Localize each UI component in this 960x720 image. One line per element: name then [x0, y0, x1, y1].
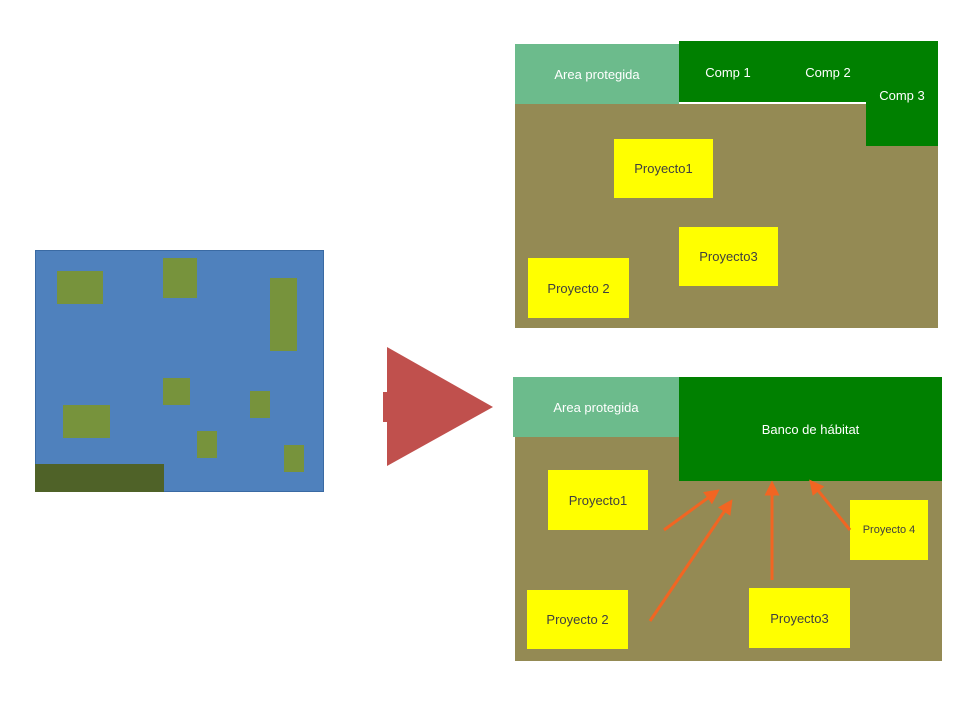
bottom-project3: Proyecto3: [749, 588, 850, 648]
comp2-label: Comp 2: [805, 64, 851, 80]
landscape-patch: [163, 378, 190, 405]
bottom-project4: Proyecto 4: [850, 500, 928, 560]
bottom-protected-area: Area protegida: [513, 377, 679, 437]
landscape-patch: [57, 271, 103, 304]
top-project3: Proyecto3: [679, 227, 778, 286]
habitat-bank: Banco de hábitat: [679, 377, 942, 481]
comp3-label: Comp 3: [879, 87, 925, 103]
landscape-patch: [284, 445, 304, 472]
bottom-project2: Proyecto 2: [527, 590, 628, 649]
landscape-patch: [250, 391, 270, 418]
top-project2: Proyecto 2: [528, 258, 629, 318]
landscape-dark-strip: [35, 464, 164, 492]
top-project1: Proyecto1: [614, 139, 713, 198]
landscape-patch: [163, 258, 197, 298]
habitat-bank-label: Banco de hábitat: [761, 421, 860, 437]
top-comp3-area: [866, 41, 938, 146]
top-protected-area: Area protegida: [515, 44, 679, 104]
landscape-patch: [63, 405, 110, 438]
landscape-patch: [270, 278, 297, 351]
comp1-label: Comp 1: [705, 64, 751, 80]
top-protected-area-label: Area protegida: [554, 66, 640, 82]
bottom-protected-area-label: Area protegida: [553, 399, 639, 415]
bottom-project1: Proyecto1: [548, 470, 648, 530]
landscape-patch: [197, 431, 217, 458]
